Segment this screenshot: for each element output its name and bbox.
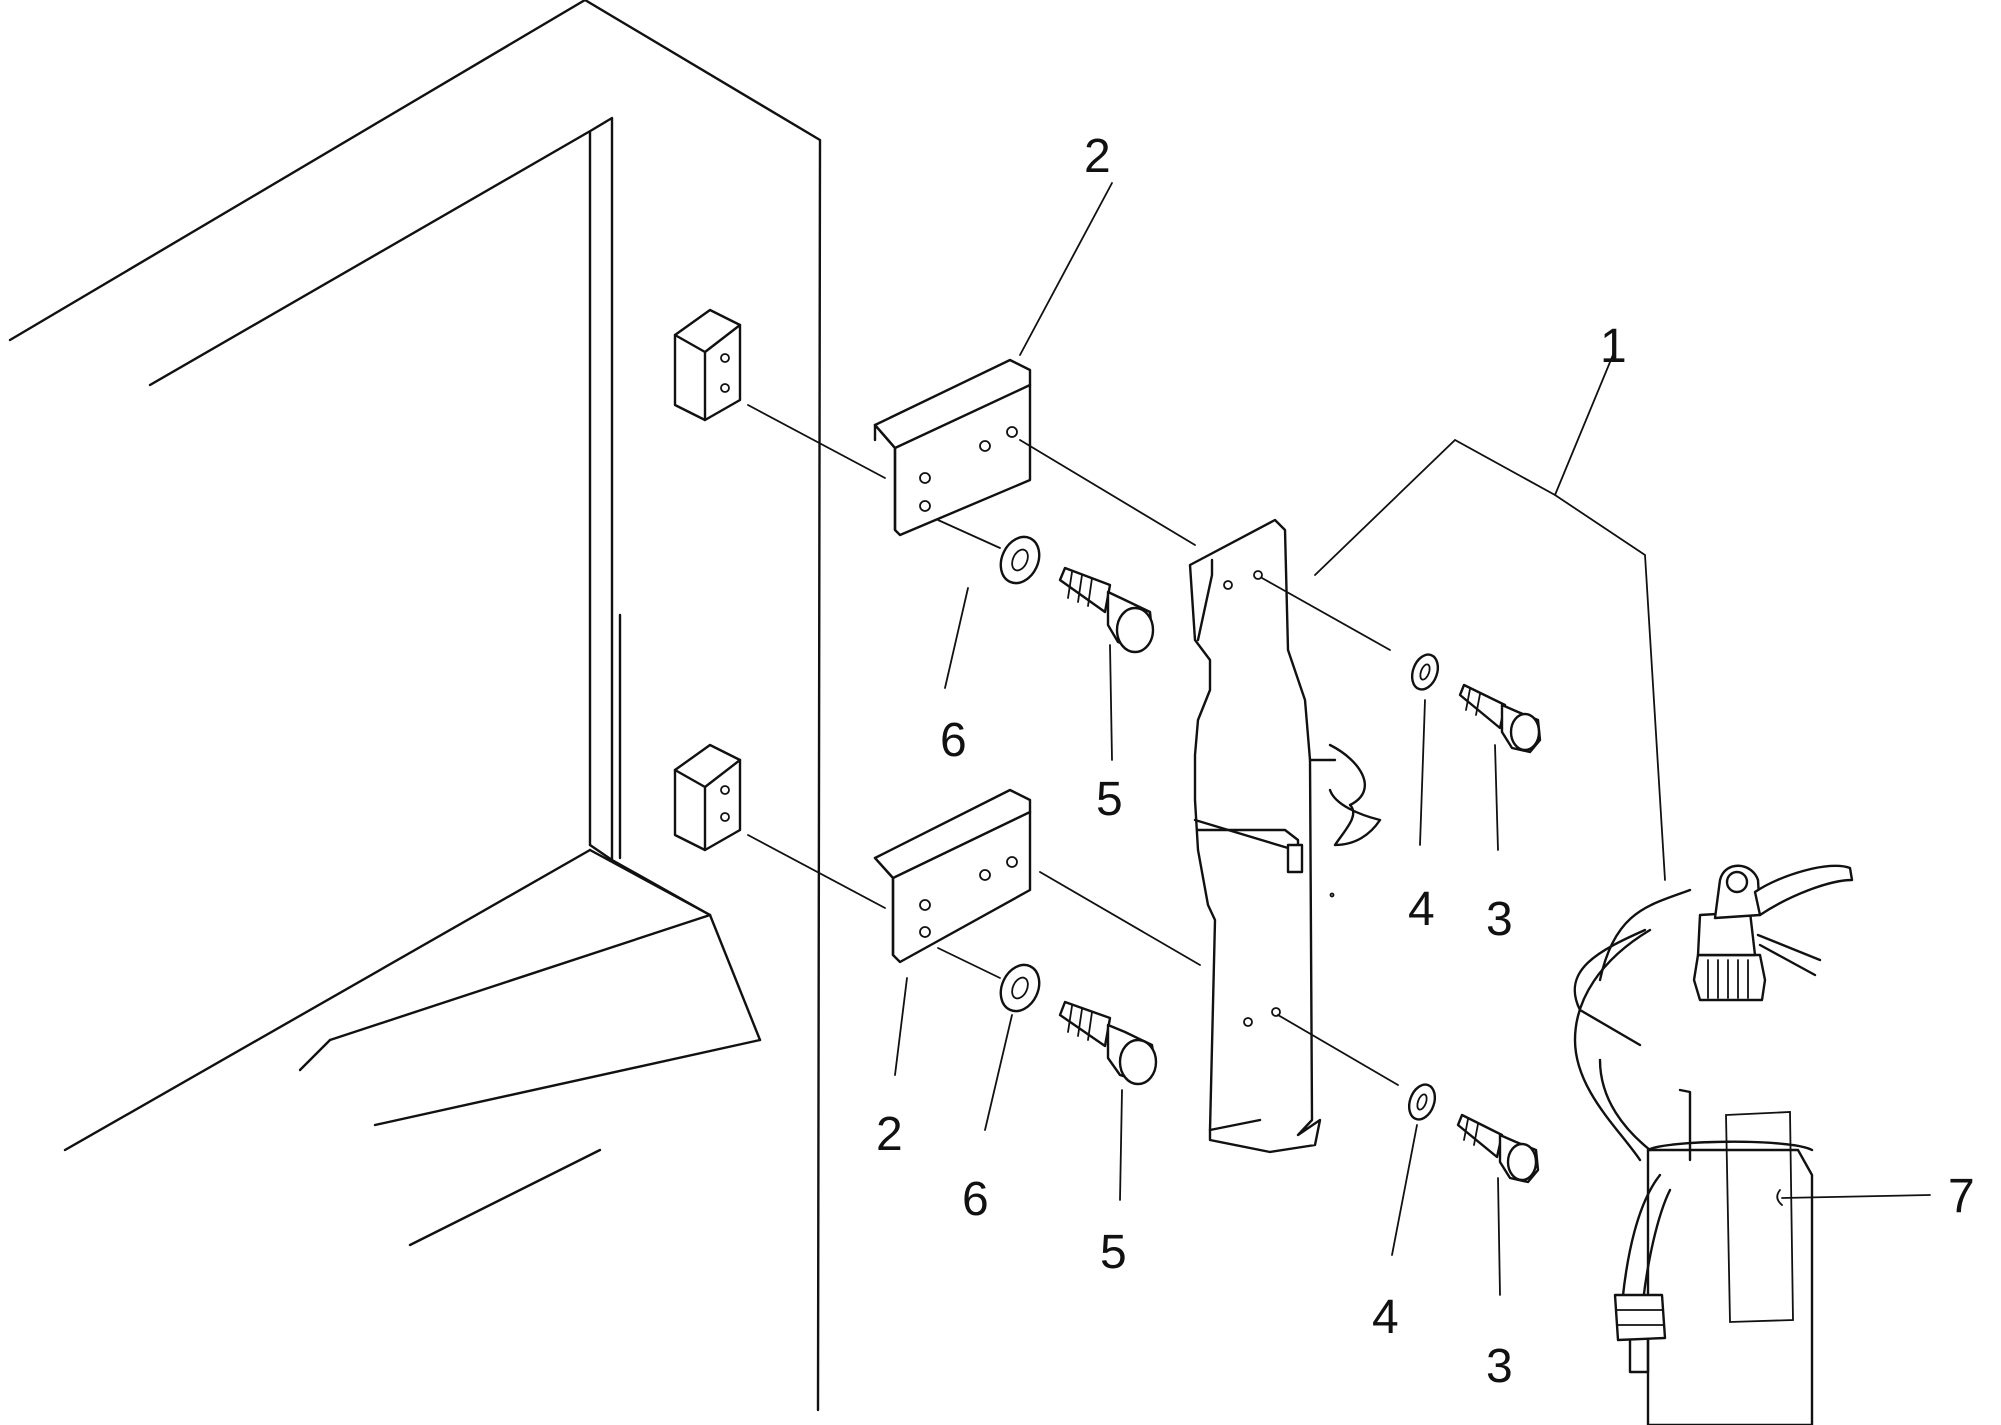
washer-bottom bbox=[999, 963, 1041, 1013]
washer-top bbox=[999, 535, 1041, 585]
mount-block-top bbox=[673, 308, 742, 422]
callout-4-bottom: 4 bbox=[1372, 1291, 1399, 1344]
fire-extinguisher bbox=[1573, 864, 1854, 1425]
bolt-large-top bbox=[1058, 566, 1155, 654]
callout-6-top: 6 bbox=[940, 714, 967, 767]
callout-2-bottom: 2 bbox=[876, 1108, 903, 1161]
callout-3-top: 3 bbox=[1486, 893, 1513, 946]
mount-block-bottom bbox=[673, 743, 742, 852]
cab-panel bbox=[8, 0, 822, 1412]
bolt-small-bottom bbox=[1456, 1113, 1540, 1184]
callout-5-top: 5 bbox=[1096, 773, 1123, 826]
callout-7: 7 bbox=[1948, 1170, 1975, 1223]
angle-bracket-top bbox=[873, 358, 1032, 537]
angle-bracket-bottom bbox=[873, 788, 1032, 964]
callout-6-bottom: 6 bbox=[962, 1173, 989, 1226]
bolt-large-bottom bbox=[1058, 1000, 1158, 1086]
bolt-small-top bbox=[1458, 683, 1542, 754]
callout-3-bottom: 3 bbox=[1486, 1340, 1513, 1393]
callout-4-top: 4 bbox=[1408, 883, 1435, 936]
callout-1: 1 bbox=[1600, 320, 1627, 373]
extinguisher-holder bbox=[1188, 518, 1382, 1154]
callout-labels: 1 2 2 3 3 4 4 5 5 6 6 7 bbox=[876, 130, 1975, 1393]
leader-lines bbox=[894, 182, 1931, 1296]
lock-washer-bottom bbox=[1407, 1083, 1437, 1121]
callout-5-bottom: 5 bbox=[1100, 1226, 1127, 1279]
lock-washer-top bbox=[1410, 653, 1440, 691]
callout-2-top: 2 bbox=[1084, 130, 1111, 183]
